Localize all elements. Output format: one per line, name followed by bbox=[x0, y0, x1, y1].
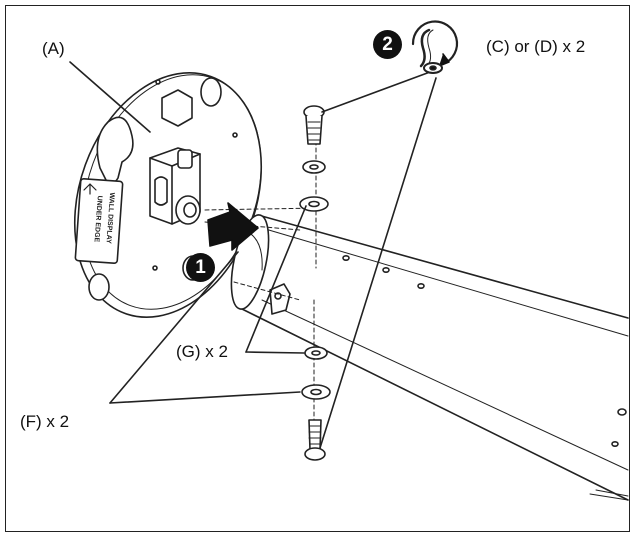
label-washer-f: (F) x 2 bbox=[20, 412, 70, 431]
plate-text-line1: WALL DISPLAY bbox=[104, 192, 115, 244]
screw-top bbox=[303, 105, 325, 145]
pole-tube bbox=[230, 214, 629, 501]
plate-text-line2: UNDER EDGE bbox=[93, 195, 103, 242]
tighten-icon bbox=[411, 20, 459, 74]
label-screw-c-d: (C) or (D) x 2 bbox=[486, 37, 586, 56]
label-plate-a: (A) bbox=[42, 39, 65, 58]
label-washer-g: (G) x 2 bbox=[176, 342, 228, 361]
step-2-badge: 2 bbox=[373, 30, 402, 59]
step-1-badge: 1 bbox=[186, 253, 215, 282]
mounting-plate bbox=[73, 72, 263, 318]
screw-bottom bbox=[304, 419, 326, 461]
